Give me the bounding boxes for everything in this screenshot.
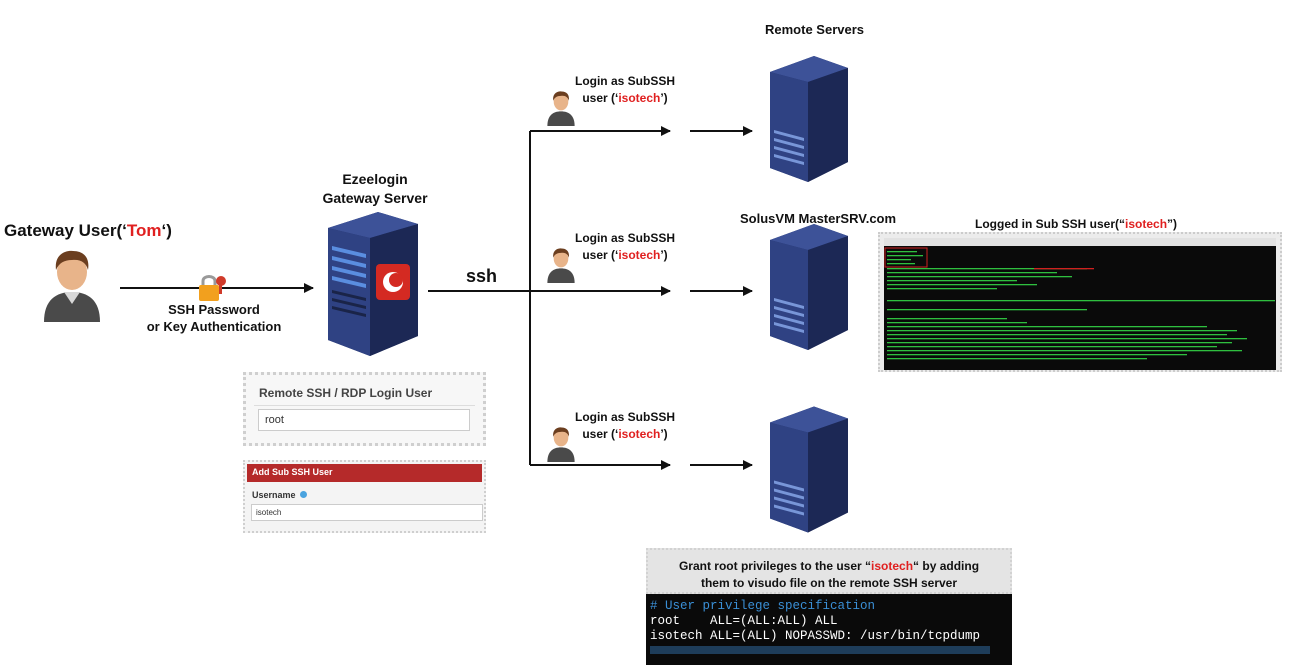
remote-server-icon-3 <box>770 406 848 533</box>
terminal-output <box>884 246 1276 370</box>
subssh-user-avatar-icon-2 <box>547 248 575 283</box>
auth-line2: or Key Authentication <box>146 319 282 334</box>
grant-text: Grant root privileges to the user “isote… <box>648 558 1010 592</box>
gateway-user-suffix: ‘) <box>161 221 172 240</box>
visudo-comment: # User privilege specification <box>650 599 876 613</box>
login-3-line2: user (‘isotech’) <box>582 427 668 441</box>
remote-server-icon-2 <box>770 224 848 350</box>
gateway-line1: Ezeelogin <box>342 171 408 187</box>
add-subssh-panel-header: Add Sub SSH User <box>247 464 482 482</box>
login-label-2: Login as SubSSH user (‘isotech’) <box>555 230 695 264</box>
solusvm-label: SolusVM MasterSRV.com <box>740 211 897 226</box>
gateway-user-label: Gateway User(‘Tom‘) <box>4 221 172 241</box>
gateway-user-name: Tom <box>126 221 162 240</box>
visudo-root-line: root ALL=(ALL:ALL) ALL <box>650 614 838 628</box>
logged-in-prefix: Logged in Sub SSH user(“ <box>975 217 1126 231</box>
remote-login-panel-title: Remote SSH / RDP Login User <box>259 386 433 400</box>
gateway-server-icon <box>328 212 418 356</box>
visudo-isotech-line: isotech ALL=(ALL) NOPASSWD: /usr/bin/tcp… <box>650 629 981 643</box>
gateway-user-prefix: Gateway User(‘ <box>4 221 127 240</box>
logged-in-label: Logged in Sub SSH user(“isotech”) <box>975 217 1177 231</box>
username-input[interactable]: isotech <box>251 504 483 521</box>
remote-server-icon-1 <box>770 56 848 182</box>
gateway-server-label: Ezeelogin Gateway Server <box>300 170 450 208</box>
remote-login-user-input[interactable]: root <box>258 409 470 431</box>
remote-login-user-panel: Remote SSH / RDP Login User root <box>243 372 486 446</box>
remote-login-panel-divider <box>254 405 475 406</box>
add-subssh-user-panel: Add Sub SSH User Username isotech <box>243 460 486 533</box>
login-label-1: Login as SubSSH user (‘isotech’) <box>555 73 695 107</box>
username-label: Username <box>252 490 308 500</box>
login-3-line1: Login as SubSSH <box>574 410 675 424</box>
username-value: isotech <box>256 508 282 517</box>
logged-in-suffix: ”) <box>1167 217 1178 231</box>
logged-in-user: isotech <box>1125 217 1168 231</box>
login-1-line1: Login as SubSSH <box>574 74 675 88</box>
remote-login-user-value: root <box>265 414 284 426</box>
grant-line2: them to visudo file on the remote SSH se… <box>700 576 958 590</box>
ssh-label: ssh <box>466 266 498 286</box>
add-subssh-panel-title: Add Sub SSH User <box>252 467 333 477</box>
auth-label: SSH Password or Key Authentication <box>134 301 294 335</box>
terminal-screenshot <box>878 232 1282 372</box>
terminal-window-bar <box>884 238 1276 246</box>
gateway-line2: Gateway Server <box>322 190 428 206</box>
login-1-line2: user (‘isotech’) <box>582 91 668 105</box>
login-label-3: Login as SubSSH user (‘isotech’) <box>555 409 695 443</box>
username-label-text: Username <box>252 490 296 500</box>
info-icon <box>300 491 308 498</box>
subssh-user-avatar-icon-3 <box>547 427 575 462</box>
login-2-line1: Login as SubSSH <box>574 231 675 245</box>
lock-key-icon <box>199 275 226 301</box>
subssh-user-avatar-icon-1 <box>547 91 575 126</box>
login-2-line2: user (‘isotech’) <box>582 248 668 262</box>
visudo-cutoff-line <box>650 646 990 654</box>
auth-line1: SSH Password <box>168 302 260 317</box>
grant-privileges-box: Grant root privileges to the user “isote… <box>646 548 1012 594</box>
visudo-terminal: # User privilege specification root ALL=… <box>646 594 1012 665</box>
gateway-user-avatar-icon <box>44 250 100 322</box>
remote-servers-title: Remote Servers <box>765 22 864 37</box>
grant-line1: Grant root privileges to the user “isote… <box>678 559 980 573</box>
